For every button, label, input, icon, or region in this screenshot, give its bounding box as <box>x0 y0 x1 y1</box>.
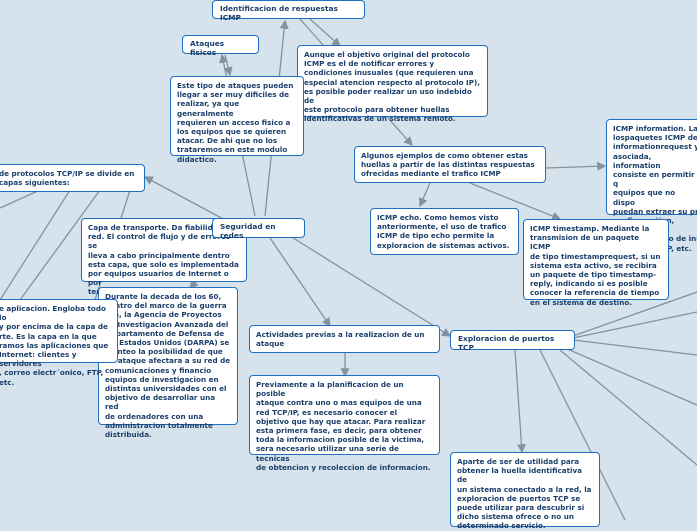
node-icmp-description[interactable]: Aunque el objetivo original del protocol… <box>297 45 488 123</box>
node-tcp-port-scan[interactable]: Exploracion de puertos TCP <box>450 330 575 352</box>
node-application-layer[interactable]: e aplicacion. Engloba todo lo y por enci… <box>0 299 118 387</box>
node-port-scan-description[interactable]: Aparte de ser de utilidad para obtener l… <box>450 452 600 530</box>
node-root-network-security[interactable]: Seguridad en redes <box>212 218 305 240</box>
node-tcpip-layers[interactable]: de protocolos TCP/IP se divide en capas … <box>0 164 145 192</box>
node-history[interactable]: Durante la decada de los 60, dentro del … <box>98 287 238 439</box>
node-icmp-identification[interactable]: Identificacion de respuestas ICMP <box>212 0 365 22</box>
node-icmp-timestamp[interactable]: ICMP timestamp. Mediante la transmision … <box>523 219 669 307</box>
node-physical-description[interactable]: Este tipo de ataques pueden llegar a ser… <box>170 76 304 164</box>
node-icmp-echo[interactable]: ICMP echo. Como hemos visto anteriorment… <box>370 208 519 255</box>
node-physical-attacks[interactable]: Ataques fisicos <box>182 35 259 57</box>
node-prior-activities[interactable]: Actividades previas a la realizacion de … <box>249 325 440 353</box>
node-icmp-information[interactable]: ICMP information. La lospaquetes ICMP de… <box>606 119 697 253</box>
node-prior-description[interactable]: Previamente a la planificacion de un pos… <box>249 375 440 472</box>
node-icmp-examples[interactable]: Algunos ejemplos de como obtener estas h… <box>354 146 546 183</box>
